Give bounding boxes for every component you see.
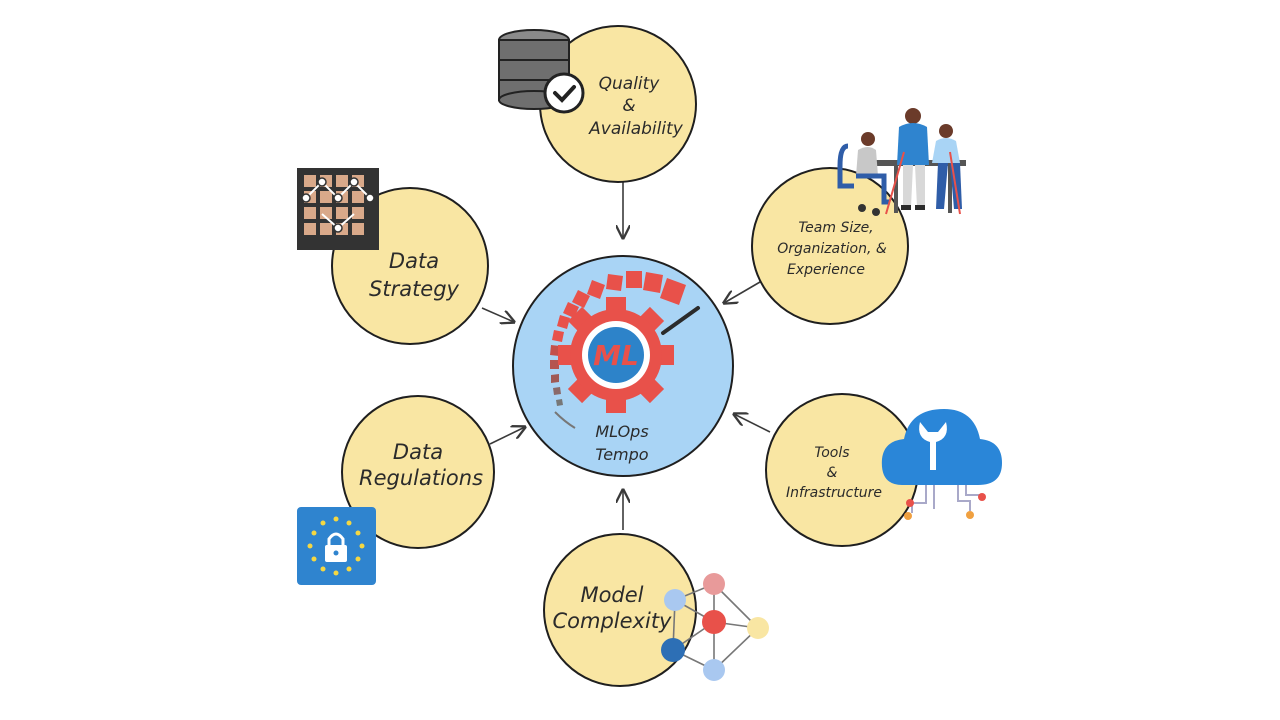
quality-line1: Quality	[599, 74, 661, 94]
arrow-tools	[734, 414, 771, 433]
center-node: ML MLOps Tempo	[512, 255, 734, 477]
database-check-icon	[498, 29, 585, 114]
center-label-line1: MLOps	[595, 422, 648, 441]
model-line1: Model	[580, 583, 643, 607]
team-line1: Team Size,	[798, 220, 873, 236]
tools-line3: Infrastructure	[786, 485, 882, 501]
center-label-line2: Tempo	[595, 445, 648, 464]
node-data-strategy: Data Strategy	[297, 168, 489, 345]
arrow-team	[724, 281, 761, 303]
neural-network-icon	[661, 573, 769, 681]
node-circle-regulations	[341, 395, 495, 549]
strategy-line2: Strategy	[369, 277, 460, 301]
strategy-line1: Data	[389, 249, 439, 273]
node-data-regulations: Data Regulations	[297, 395, 495, 585]
quality-line3: Availability	[588, 119, 684, 139]
grid-strategy-icon	[297, 168, 379, 250]
team-line3: Experience	[787, 262, 865, 278]
node-circle-team	[751, 167, 909, 325]
tools-line1: Tools	[814, 445, 849, 461]
eu-lock-icon	[297, 507, 376, 585]
model-line2: Complexity	[553, 609, 673, 633]
ml-logo-text: ML	[593, 339, 639, 372]
node-circle-model	[543, 533, 697, 687]
regulations-line2: Regulations	[359, 466, 483, 490]
node-team: Team Size, Organization, & Experience	[751, 108, 966, 325]
node-quality-availability: Quality & Availability	[498, 25, 697, 183]
arrow-strategy	[481, 307, 514, 322]
gear-icon: ML	[558, 297, 674, 413]
arrow-regulations	[489, 427, 525, 445]
team-line2: Organization, &	[777, 241, 887, 257]
tools-line2: &	[827, 465, 838, 481]
tempo-gauge	[550, 271, 700, 429]
quality-line2: &	[622, 96, 635, 116]
arrows	[481, 180, 771, 530]
node-tools: Tools & Infrastructure	[765, 393, 1002, 547]
node-model-complexity: Model Complexity	[543, 533, 769, 687]
regulations-line1: Data	[393, 440, 443, 464]
team-people-icon	[837, 108, 966, 216]
cloud-wrench-icon	[881, 409, 1002, 520]
